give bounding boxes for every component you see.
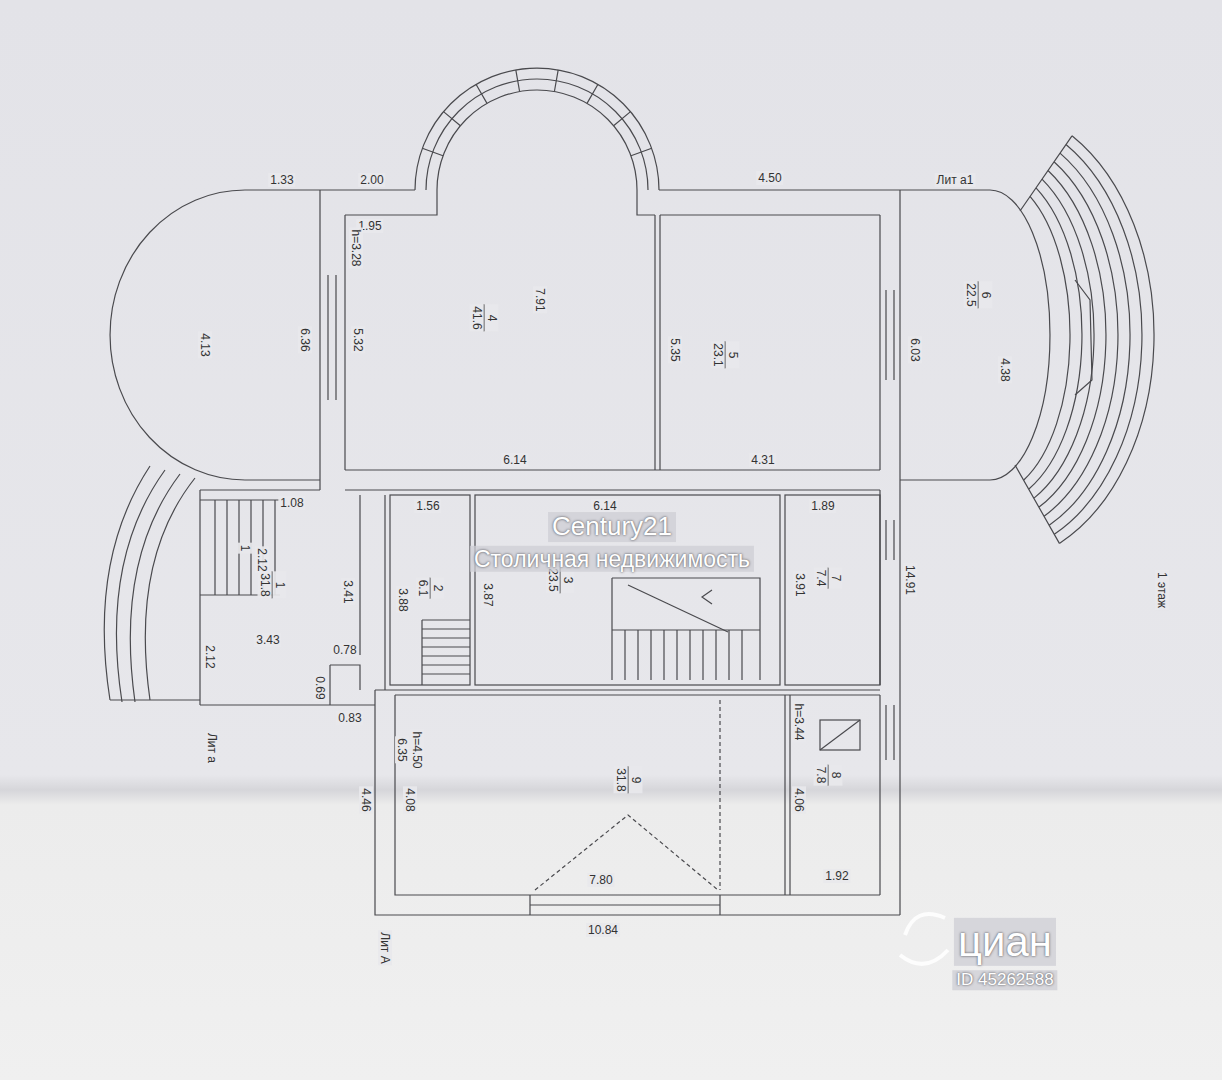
room-fraction: 87.8 (814, 765, 843, 786)
dimension-label: 6.14 (591, 499, 618, 513)
dimension-label: 7.80 (587, 873, 614, 887)
stair-number: 1 (238, 543, 252, 554)
room: 441.6 (345, 215, 655, 470)
dimension-label: 3.87 (481, 581, 495, 608)
room-number: 5 (725, 341, 740, 368)
room-fraction: 441.6 (470, 304, 499, 331)
dimension-label: 5.32 (351, 326, 365, 353)
room-fraction: 523.1 (711, 341, 740, 368)
room-number: 7 (828, 568, 843, 589)
room-number: 4 (484, 304, 499, 331)
dimension-label: 1.08 (278, 496, 305, 510)
dimension-label: 1.89 (809, 499, 836, 513)
dimension-label: h=3.28 (349, 227, 363, 268)
litera-label: Лит а (205, 731, 219, 765)
dimension-label: 6.36 (298, 326, 312, 353)
room-number: 1 (272, 571, 287, 598)
room-number: 6 (978, 281, 993, 308)
litera-label: Лит А (378, 930, 392, 965)
dimension-label: 0.83 (336, 711, 363, 725)
room-number: 9 (628, 766, 643, 793)
dimension-label: 6.03 (908, 336, 922, 363)
room-fraction: 931.8 (614, 766, 643, 793)
room-fraction: 622.5 (964, 281, 993, 308)
dimension-label: 3.43 (254, 633, 281, 647)
dimension-label: 2.12 (255, 546, 269, 573)
dimension-label: h=3.44 (792, 701, 806, 742)
room-area: 7.4 (814, 568, 828, 589)
listing-watermark: ID 45262588 (952, 970, 1057, 990)
dimension-label: 2.12 (203, 643, 217, 670)
room-fraction: 131.8 (258, 571, 287, 598)
listing-watermark: циан (954, 918, 1056, 966)
dimension-label: 1.92 (823, 869, 850, 883)
dimension-label: 4.46 (359, 786, 373, 813)
room-fraction: 26.1 (416, 578, 445, 599)
dimension-label: 2.00 (358, 173, 385, 187)
room: 622.5 (900, 190, 1045, 480)
room-area: 31.8 (258, 571, 272, 598)
dimension-label: 1.33 (268, 173, 295, 187)
dimension-label: 5.35 (668, 336, 682, 363)
dimension-label: 14.91 (903, 563, 917, 597)
dimension-label: 4.50 (756, 171, 783, 185)
room-area: 41.6 (470, 304, 484, 331)
litera-label: Лит а1 (935, 173, 976, 187)
room: 523.1 (660, 215, 880, 470)
room-area: 22.5 (964, 281, 978, 308)
room-area: 23.1 (711, 341, 725, 368)
floor-label: 1 этаж (1155, 570, 1169, 610)
dimension-label: 4.31 (749, 453, 776, 467)
dimension-label: 3.88 (396, 586, 410, 613)
dimension-label: 0.78 (331, 643, 358, 657)
room-fraction: 77.4 (814, 568, 843, 589)
dimension-label: 0.69 (313, 674, 327, 701)
room-area: 6.1 (416, 578, 430, 599)
dimension-label: 4.38 (998, 356, 1012, 383)
dimension-label: 6.14 (501, 453, 528, 467)
dimension-label: 4.08 (403, 786, 417, 813)
watermark: Столичная недвижимость (470, 546, 754, 572)
room: 931.8 (395, 695, 785, 895)
room-area: 7.8 (814, 765, 828, 786)
dimension-label: 4.06 (792, 786, 806, 813)
dimension-label: 3.91 (793, 571, 807, 598)
dimension-label: 10.84 (586, 923, 620, 937)
dimension-label: 1.56 (414, 499, 441, 513)
room-number: 8 (828, 765, 843, 786)
room: 131.8 (200, 495, 360, 705)
watermark: Century21 (548, 512, 676, 542)
dimension-label: 7.91 (533, 286, 547, 313)
dimension-label: h=4.50 (410, 729, 424, 770)
dimension-label: 6.35 (395, 736, 409, 763)
dimension-label: 3.41 (341, 578, 355, 605)
room-number: 2 (430, 578, 445, 599)
dimension-label: 4.13 (198, 331, 212, 358)
room-area: 31.8 (614, 766, 628, 793)
